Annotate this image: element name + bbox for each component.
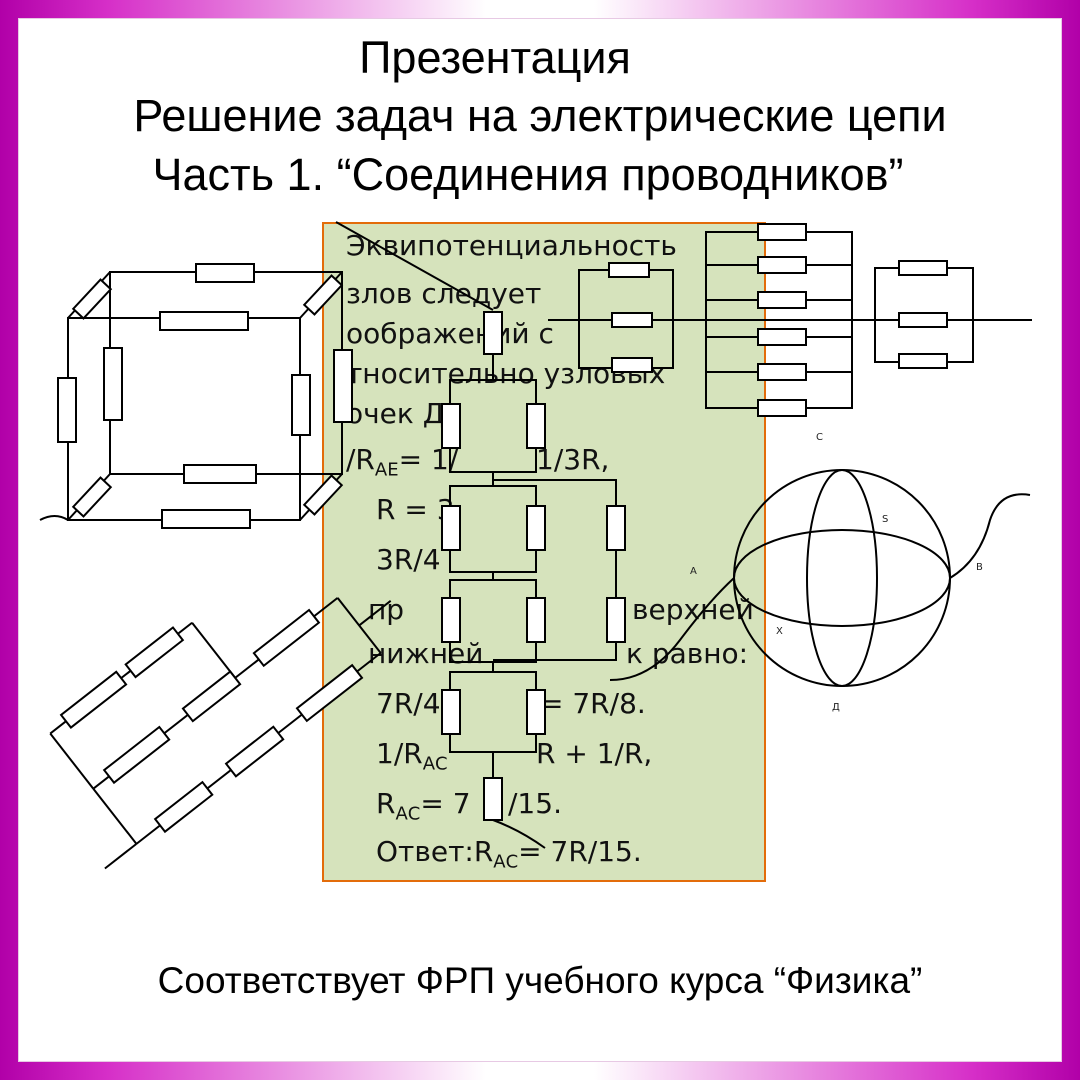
title-line-2: Решение задач на электрические цепи [133,90,947,141]
parallel-network [548,223,1032,417]
sol-line-5: очек Д [346,397,445,430]
diagonal-ladder [49,597,392,870]
sol-line-6b: 1/3R, [536,443,610,476]
sol-line-9a: пр [368,593,405,626]
sphere-label-s: S [882,514,888,525]
title-line-1: Презентация [359,32,631,83]
vertical-chain [335,221,626,849]
resistor-cube [39,263,353,529]
footer-note: Соответствует ФРП учебного курса “Физика… [157,960,923,1001]
solution-panel [322,222,766,882]
sol-line-14: Ответ:RАС= 7R/15. [376,835,642,873]
sol-line-9b: верхней [632,593,754,626]
sphere-label-b: В [976,562,983,573]
sol-line-8: 3R/4 [376,543,441,576]
sphere-label-a: А [690,566,697,577]
sol-line-10a: нижней [368,637,484,670]
title-line-3: Часть 1. “Соединения проводников” [152,149,904,200]
sphere-label-c: С [816,432,823,443]
sphere-label-d: Д [832,702,840,713]
sol-line-11b: = 7R/8. [540,687,646,720]
sol-line-12a: 1/RАС [376,737,448,775]
sol-line-1: Эквипотенциальность [346,229,677,262]
sol-line-11a: 7R/4 [376,687,441,720]
sol-line-12b: R + 1/R, [536,737,653,770]
sol-line-13b: /15. [508,787,562,820]
sol-line-10b: к равно: [626,637,749,670]
sol-line-13: RАС= 7 [376,787,471,825]
sphere-diagram [609,469,1031,687]
sphere-label-x: Х [776,626,783,637]
sol-line-3: оображений с [346,317,554,350]
